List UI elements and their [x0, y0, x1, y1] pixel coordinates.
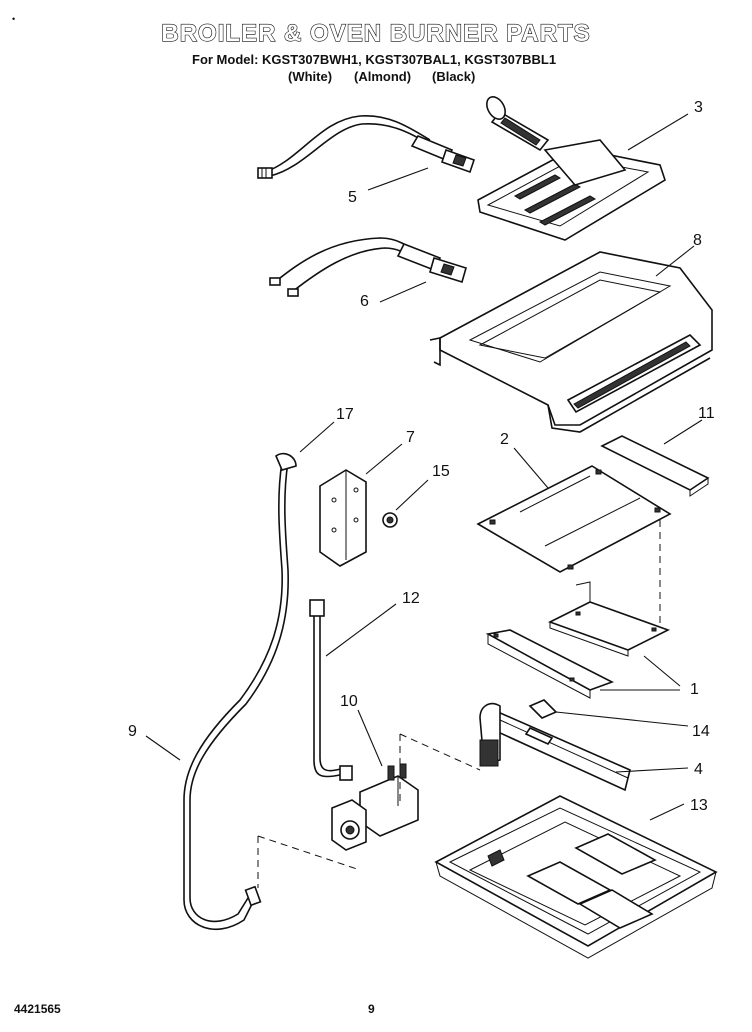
- part-bracket-11[interactable]: [600, 435, 710, 497]
- part-gas-tube-9[interactable]: [183, 452, 297, 931]
- callout-6: 6: [360, 293, 369, 310]
- part-gas-valve[interactable]: [331, 763, 419, 851]
- callout-13: 13: [690, 797, 708, 814]
- variant-black: (Black): [432, 69, 476, 84]
- part-valve-bracket[interactable]: [319, 469, 367, 567]
- callout-8: 8: [693, 232, 702, 249]
- callout-14: 14: [692, 723, 710, 740]
- part-clip-14[interactable]: [528, 699, 558, 719]
- callout-15: 15: [432, 463, 450, 480]
- page-title: BROILER & OVEN BURNER PARTS: [161, 19, 591, 47]
- callout-1: 1: [690, 681, 699, 698]
- page-number: 9: [368, 1002, 375, 1016]
- callout-5: 5: [348, 189, 357, 206]
- part-oven-burner[interactable]: [479, 702, 631, 792]
- callout-10: 10: [340, 693, 358, 710]
- callout-11: 11: [698, 405, 715, 422]
- part-broiler-pan[interactable]: [434, 795, 718, 959]
- callout-9: 9: [128, 723, 137, 740]
- part-gas-tube-12[interactable]: [309, 599, 353, 781]
- variant-almond: (Almond): [354, 69, 412, 84]
- callout-3: 3: [694, 99, 703, 116]
- callout-labels: 3 5 8 6 17 7 11 2 15 12 1 10 9 14 4 13: [128, 99, 715, 814]
- model-list: For Model: KGST307BWH1, KGST307BAL1, KGS…: [192, 52, 557, 67]
- leader-lines: [145, 113, 703, 821]
- callout-7: 7: [406, 429, 415, 446]
- document-number: 4421565: [14, 1002, 61, 1016]
- assembly-guide-lines: [257, 520, 661, 888]
- callout-17: 17: [336, 406, 354, 423]
- part-grommet[interactable]: [382, 512, 398, 528]
- part-igniter-harness-6[interactable]: [269, 237, 467, 297]
- part-heat-deflector[interactable]: [476, 465, 672, 573]
- part-slide-rails[interactable]: [485, 581, 671, 699]
- callout-12: 12: [402, 590, 420, 607]
- corner-mark: •: [12, 14, 16, 24]
- callout-4: 4: [694, 761, 703, 778]
- part-broiler-burner[interactable]: [477, 94, 666, 241]
- part-igniter-harness-5[interactable]: [257, 115, 476, 179]
- variant-white: (White): [288, 69, 333, 84]
- callout-2: 2: [500, 431, 509, 448]
- part-burner-shield[interactable]: [429, 251, 713, 433]
